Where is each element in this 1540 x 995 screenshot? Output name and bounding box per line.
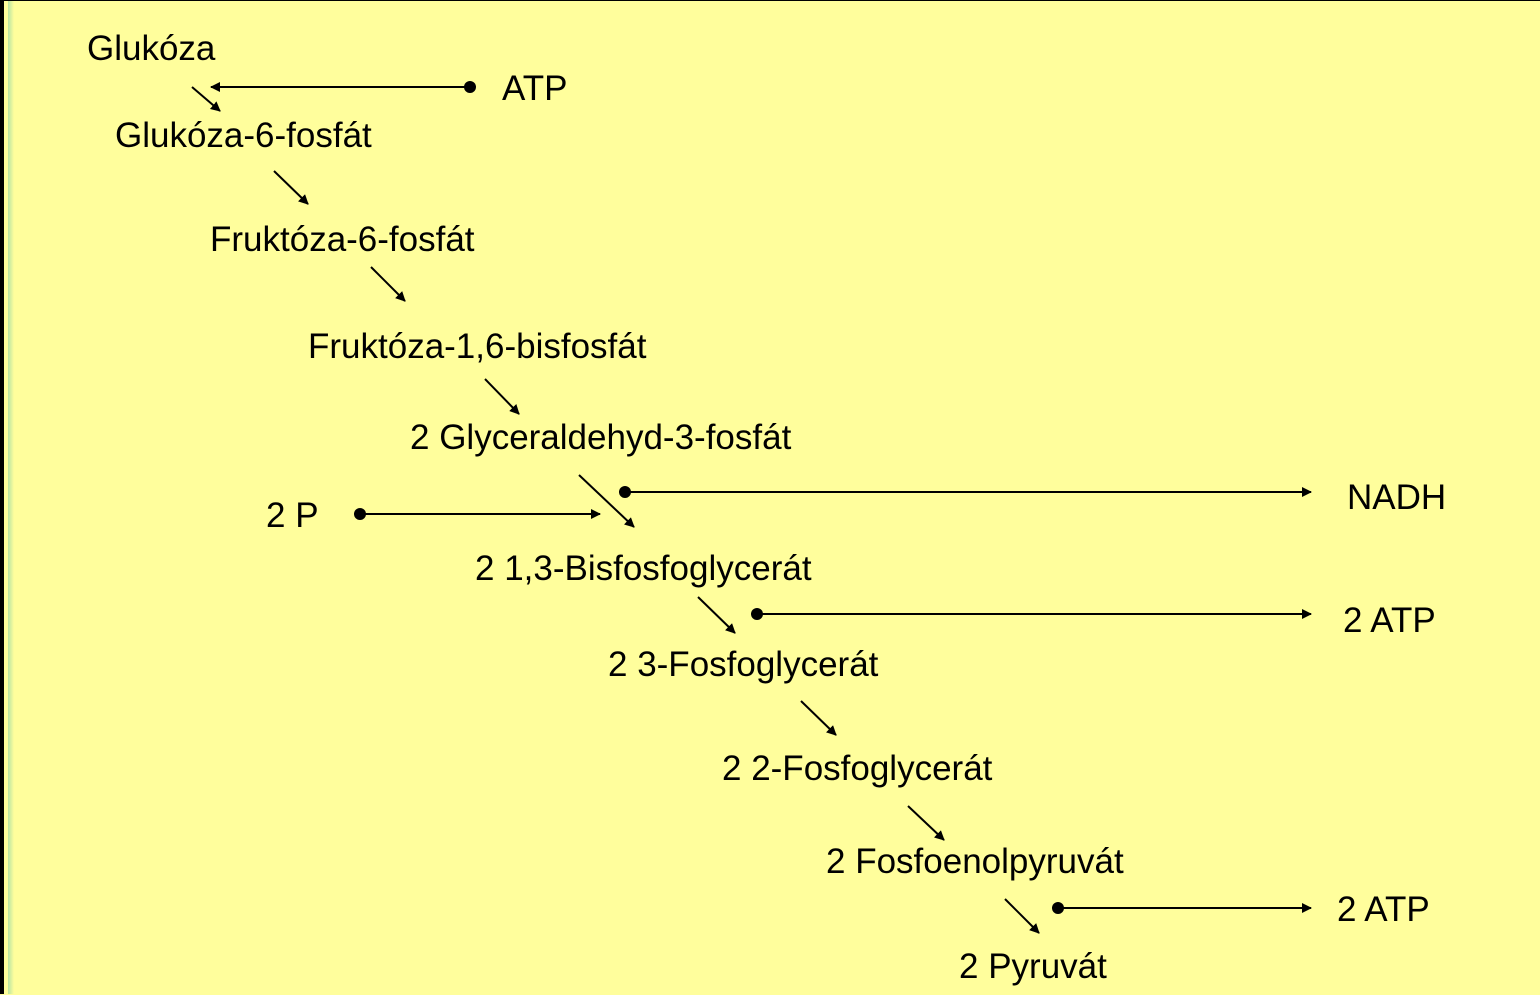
metabolite-glukoza-6-fosfat: Glukóza-6-fosfát: [115, 116, 372, 155]
step-arrow-3: [370, 266, 406, 302]
step-arrow-2: [273, 170, 309, 205]
atp-output-2-dot: [1052, 902, 1064, 914]
step-arrow-9: [1004, 898, 1040, 934]
metabolite-3-fosfoglycerat: 2 3-Fosfoglycerát: [608, 645, 879, 684]
metabolite-fruktoza-1-6-bisfosfat: Fruktóza-1,6-bisfosfát: [308, 327, 647, 366]
step-arrow-7: [800, 700, 837, 736]
metabolite-glukoza: Glukóza: [87, 29, 216, 68]
atp-input-label: ATP: [502, 69, 568, 108]
metabolite-pyruvat: 2 Pyruvát: [959, 947, 1107, 986]
atp-output-1-dot: [751, 608, 763, 620]
metabolite-2-fosfoglycerat: 2 2-Fosfoglycerát: [722, 749, 993, 788]
nadh-output-dot: [619, 486, 631, 498]
atp-output-1-label: 2 ATP: [1343, 601, 1436, 640]
step-arrow-8: [907, 805, 945, 841]
phosphate-input-label: 2 P: [266, 496, 319, 535]
step-arrow-6: [697, 596, 736, 634]
step-arrow-5: [578, 474, 635, 528]
atp-input-dot: [464, 81, 476, 93]
phosphate-input-dot: [354, 508, 366, 520]
metabolite-1-3-bisfosfoglycerat: 2 1,3-Bisfosfoglycerát: [475, 549, 812, 588]
step-arrow-4: [484, 378, 520, 415]
arrow-layer: [191, 81, 1312, 934]
metabolite-fruktoza-6-fosfat: Fruktóza-6-fosfát: [210, 220, 475, 259]
step-arrow-1: [191, 86, 221, 112]
metabolite-fosfoenolpyruvat: 2 Fosfoenolpyruvát: [826, 842, 1124, 881]
nadh-output-label: NADH: [1347, 478, 1447, 517]
metabolite-glyceraldehyd-3-fosfat: 2 Glyceraldehyd-3-fosfát: [410, 418, 792, 457]
atp-output-2-label: 2 ATP: [1337, 890, 1430, 929]
